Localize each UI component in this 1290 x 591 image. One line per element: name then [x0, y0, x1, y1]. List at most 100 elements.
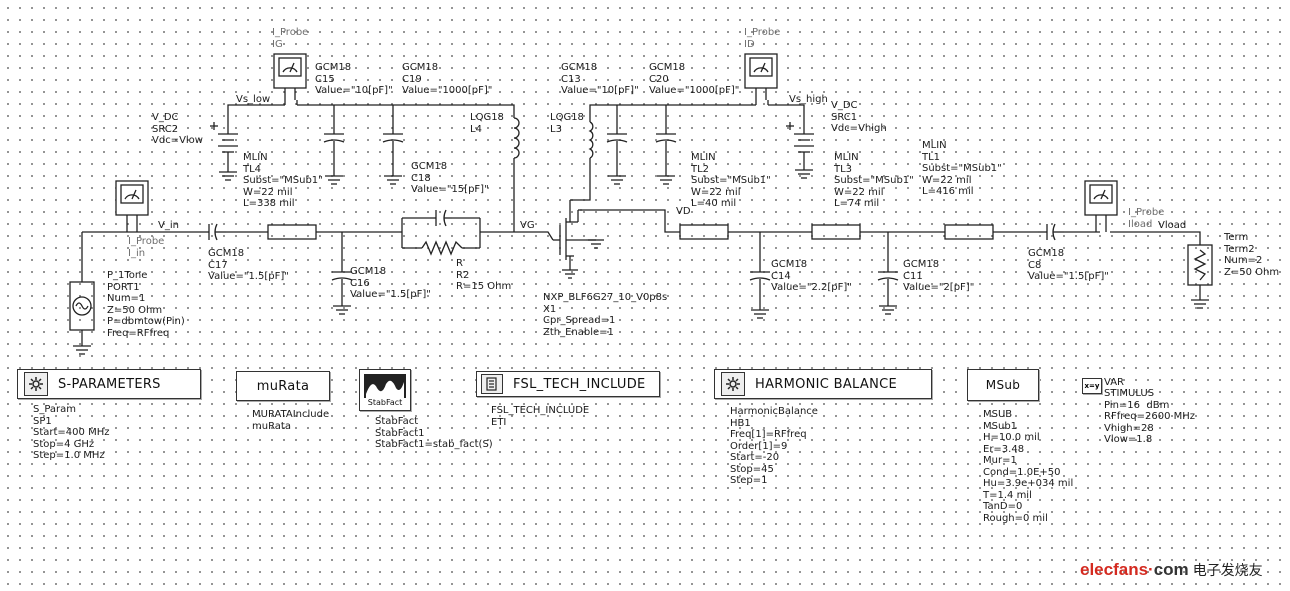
param-line: MLIN — [922, 140, 947, 151]
msub-block[interactable]: MSub — [967, 369, 1039, 401]
sparams-block[interactable]: S-PARAMETERS — [17, 369, 201, 399]
c13-capacitor[interactable] — [606, 122, 628, 185]
param-line: GCM18 — [402, 62, 439, 73]
c14-capacitor[interactable] — [749, 262, 771, 319]
term2-load[interactable] — [1187, 244, 1213, 309]
param-line: L=74 mil — [834, 198, 880, 209]
murata-block[interactable]: muRata — [236, 371, 330, 401]
src1-dc-source[interactable] — [786, 122, 814, 179]
tl2-line[interactable] — [679, 224, 729, 240]
param-line: C15 — [315, 73, 335, 85]
c20-capacitor[interactable] — [655, 122, 677, 185]
param-line: I_Probe — [744, 27, 781, 38]
param-line: I_in — [128, 247, 146, 259]
var-title: VAR — [1104, 377, 1124, 388]
sparams-title: S-PARAMETERS — [58, 376, 161, 392]
param-line: Value="1.5[pF]" — [350, 289, 431, 300]
param-line: FSL_TECH_INCLUDE — [491, 405, 590, 416]
fsl-block[interactable]: FSL_TECH_INCLUDE — [476, 371, 660, 397]
param-line: C17 — [208, 259, 228, 271]
param-line: GCM18 — [561, 62, 598, 73]
param-line: Subst="MSub1" — [243, 175, 323, 186]
tl3-line[interactable] — [811, 224, 861, 240]
param-line: Step=1.0 MHz — [33, 450, 105, 461]
param-line: W=22 mil — [243, 186, 293, 198]
probe-load[interactable] — [1084, 180, 1118, 232]
param-line: GCM18 — [1028, 248, 1065, 259]
probe-ig[interactable] — [273, 53, 307, 100]
param-line: muRata — [252, 420, 291, 432]
probe-in[interactable] — [115, 180, 149, 232]
tl4-line[interactable] — [267, 224, 317, 240]
fsl-title: FSL_TECH_INCLUDE — [513, 376, 646, 392]
l3-inductor[interactable] — [588, 121, 594, 159]
param-line: P=dbmtow(Pin) — [107, 316, 185, 327]
param-line: SP1 — [33, 415, 52, 427]
gear-icon — [24, 372, 48, 396]
param-line: Num=2 — [1224, 255, 1263, 266]
x1-transistor[interactable] — [553, 209, 604, 279]
l4-inductor[interactable] — [513, 117, 520, 159]
inductors — [513, 117, 594, 159]
param-line: W=22 mil — [691, 186, 741, 198]
param-line: GCM18 — [649, 62, 686, 73]
c17-capacitor[interactable] — [200, 223, 226, 241]
c8-capacitor[interactable] — [1038, 223, 1064, 241]
param-line: P_1Tone — [107, 270, 148, 281]
param-line: V_DC — [831, 100, 858, 111]
param-line: TL4 — [243, 163, 262, 175]
probes — [115, 53, 1118, 232]
var-block[interactable]: x=y — [1082, 378, 1102, 394]
param-line: Pin=16 dBm — [1104, 399, 1170, 411]
c11-capacitor[interactable] — [877, 262, 899, 315]
param-line: Vhigh=28 — [1104, 422, 1154, 434]
param-line: TL3 — [834, 163, 853, 175]
param-line: Value="10[pF]" — [315, 85, 393, 96]
param-line: GCM18 — [771, 259, 808, 270]
param-line: C18 — [411, 172, 431, 184]
param-line: GCM18 — [315, 62, 352, 73]
param-line: Subst="MSub1" — [691, 175, 771, 186]
param-line: L4 — [470, 123, 482, 135]
param-line: W=22 mil — [922, 174, 972, 186]
param-line: ETI — [491, 416, 507, 428]
msub-title: MSub — [985, 378, 1021, 392]
c15-capacitor[interactable] — [323, 122, 345, 185]
param-line: StabFact — [375, 416, 419, 427]
series-caps — [200, 209, 1064, 241]
c19-capacitor[interactable] — [382, 122, 404, 185]
r2-resistor[interactable] — [421, 240, 463, 256]
param-line: MSub1 — [983, 420, 1018, 432]
c18-capacitor[interactable] — [430, 209, 452, 227]
net-vd: VD — [676, 206, 691, 217]
param-line: Value="2[pF]" — [903, 282, 975, 293]
param-line: Zth_Enable=1 — [543, 326, 614, 338]
probe-id[interactable] — [744, 53, 778, 100]
param-line: C20 — [649, 73, 669, 85]
src2-dc-source[interactable] — [210, 122, 238, 181]
tl1-line[interactable] — [944, 224, 994, 240]
c16-capacitor[interactable] — [331, 262, 353, 315]
hb-title: HARMONIC BALANCE — [755, 376, 897, 392]
murata-title: muRata — [256, 378, 310, 394]
stabfact-block[interactable]: StabFact — [359, 369, 411, 411]
port1-source[interactable] — [69, 258, 95, 355]
document-icon — [481, 374, 503, 394]
param-line: Term — [1224, 232, 1249, 243]
param-line: Value="2.2[pF]" — [771, 282, 852, 293]
param-line: Value="10[pF]" — [561, 85, 639, 96]
hb-block[interactable]: HARMONIC BALANCE — [714, 369, 932, 399]
param-line: MURATAInclude — [252, 409, 330, 420]
